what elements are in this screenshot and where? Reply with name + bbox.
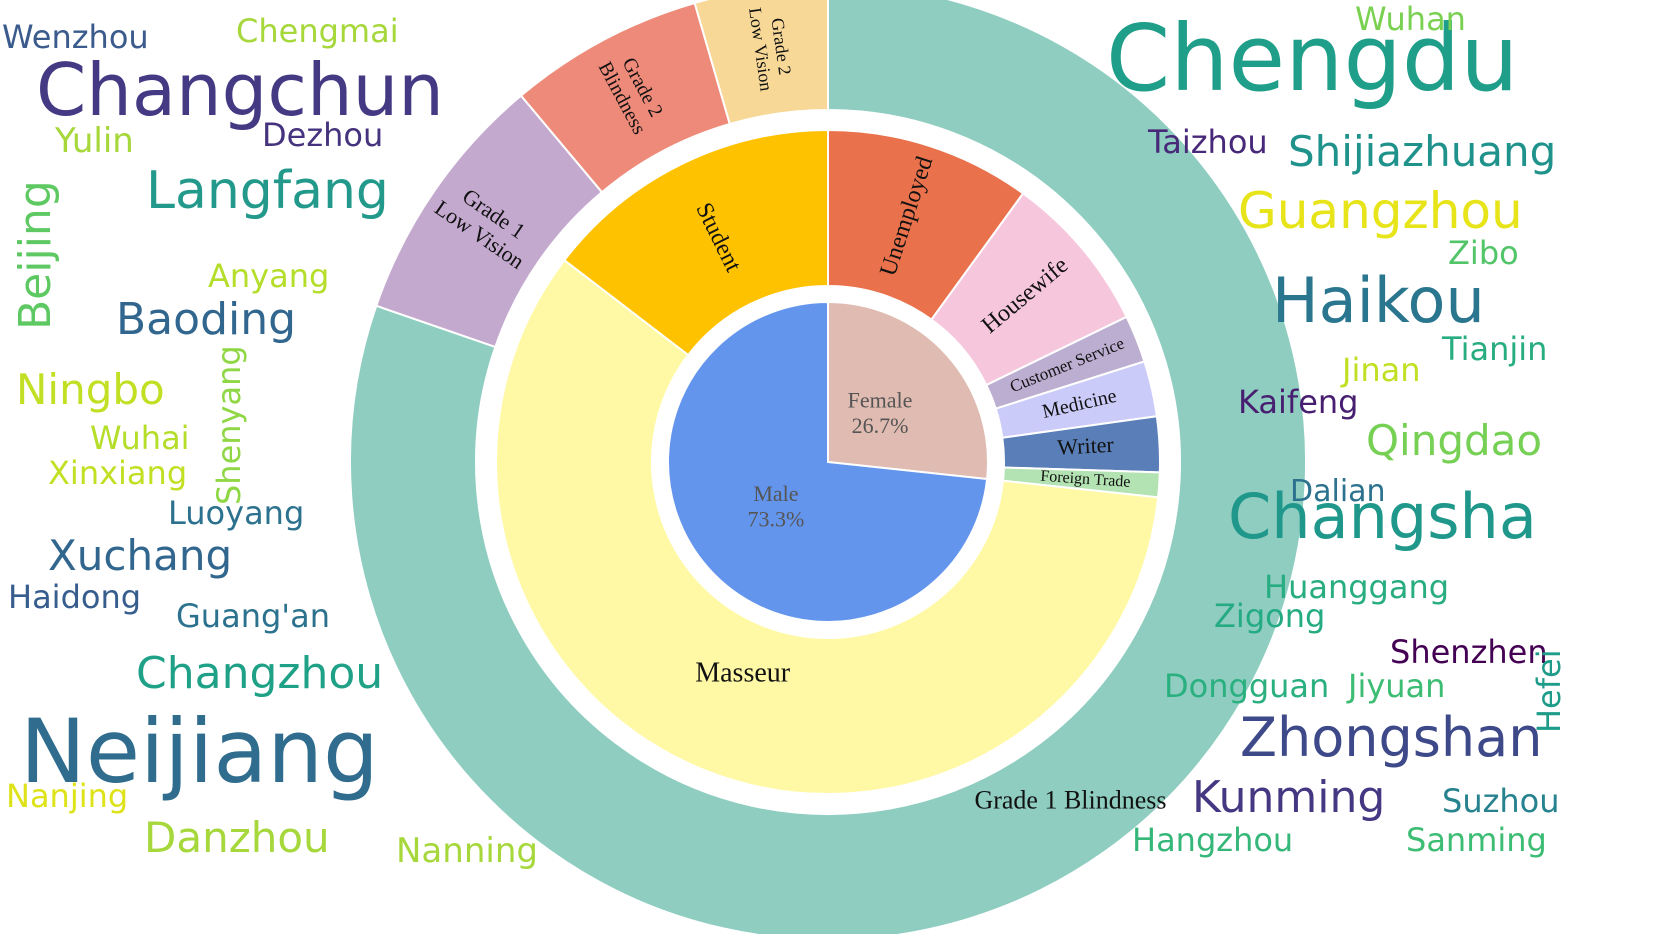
occupation-label-foreign-trade: Foreign Trade: [1040, 467, 1131, 490]
gender-label-line: 73.3%: [748, 506, 805, 531]
wordcloud-word-zibo: Zibo: [1448, 234, 1519, 272]
wordcloud-word-dalian: Dalian: [1290, 474, 1386, 509]
wordcloud-word-hangzhou: Hangzhou: [1132, 821, 1293, 859]
wordcloud-word-danzhou: Danzhou: [144, 813, 330, 862]
vision-slice-grade-2-low-vision: [693, 0, 829, 126]
gender-label-line: Male: [753, 481, 798, 506]
occupation-slice-student: [562, 128, 829, 357]
wordcloud-word-guang-an: Guang'an: [176, 597, 330, 635]
vision-label-line: Grade 1 Blindness: [974, 785, 1166, 814]
occupation-label-writer: Writer: [1057, 432, 1115, 460]
occupation-label-masseur: Masseur: [695, 658, 791, 689]
wordcloud-word-zhongshan: Zhongshan: [1240, 706, 1542, 769]
occupation-slice-masseur: [495, 258, 1160, 795]
wordcloud-word-changchun: Changchun: [36, 48, 444, 132]
wordcloud-word-sanming: Sanming: [1406, 821, 1547, 859]
wordcloud-word-kunming: Kunming: [1192, 772, 1385, 823]
wordcloud-word-dongguan: Dongguan: [1164, 667, 1329, 705]
wordcloud-word-dezhou: Dezhou: [262, 116, 383, 154]
wordcloud-word-shijiazhuang: Shijiazhuang: [1288, 127, 1556, 176]
wordcloud-word-kaifeng: Kaifeng: [1238, 383, 1358, 421]
gender-slice-female: [827, 300, 989, 481]
wordcloud-word-neijiang: Neijiang: [20, 700, 379, 803]
wordcloud-word-qingdao: Qingdao: [1366, 416, 1542, 465]
vision-label-grade-1-blindness: Grade 1 Blindness: [974, 785, 1166, 814]
wordcloud-word-wuhai: Wuhai: [90, 419, 190, 457]
occupation-label-line: Foreign Trade: [1040, 467, 1131, 490]
wordcloud-word-huanggang: Huanggang: [1264, 568, 1449, 606]
wordcloud-word-baoding: Baoding: [116, 294, 296, 345]
wordcloud-word-luoyang: Luoyang: [168, 494, 304, 532]
wordcloud-word-haikou: Haikou: [1272, 264, 1485, 337]
wordcloud-word-xuchang: Xuchang: [48, 531, 232, 580]
wordcloud-word-nanjing: Nanjing: [6, 777, 128, 815]
wordcloud-word-xinxiang: Xinxiang: [48, 454, 187, 492]
wordcloud-word-changsha: Changsha: [1228, 480, 1537, 553]
wordcloud-word-hefei: Hefei: [1530, 649, 1568, 733]
wordcloud-word-haidong: Haidong: [8, 578, 141, 616]
wordcloud-word-tianjin: Tianjin: [1441, 330, 1547, 368]
wordcloud-word-guangzhou: Guangzhou: [1238, 182, 1523, 240]
wordcloud-word-changzhou: Changzhou: [136, 648, 383, 699]
wordcloud-word-zigong: Zigong: [1214, 597, 1325, 635]
vision-slice-grade-1-blindness: [349, 0, 1307, 934]
wordcloud-word-yulin: Yulin: [54, 121, 134, 161]
wordcloud-word-taizhou: Taizhou: [1147, 123, 1268, 161]
occupation-label-line: Masseur: [695, 658, 791, 689]
wordcloud-word-jinan: Jinan: [1340, 351, 1421, 389]
wordcloud-word-shenyang: Shenyang: [210, 345, 248, 505]
wordcloud-word-langfang: Langfang: [146, 161, 389, 221]
wordcloud-word-beijing: Beijing: [10, 180, 61, 330]
wordcloud-word-ningbo: Ningbo: [16, 365, 165, 414]
wordcloud-word-chengmai: Chengmai: [236, 12, 399, 50]
gender-label-line: 26.7%: [852, 413, 909, 438]
wordcloud-word-anyang: Anyang: [208, 257, 329, 295]
wordcloud-word-chengdu: Chengdu: [1106, 5, 1519, 112]
wordcloud-word-shenzhen: Shenzhen: [1390, 633, 1548, 671]
gender-label-line: Female: [848, 388, 913, 413]
wordcloud-word-wuhan: Wuhan: [1355, 0, 1466, 38]
wordcloud-word-nanning: Nanning: [396, 831, 538, 871]
wordcloud-word-wenzhou: Wenzhou: [2, 18, 149, 56]
wordcloud-word-jiyuan: Jiyuan: [1346, 667, 1445, 705]
occupation-label-line: Writer: [1057, 432, 1115, 460]
wordcloud-word-suzhou: Suzhou: [1442, 782, 1560, 820]
gender-slice-male: [667, 300, 989, 623]
